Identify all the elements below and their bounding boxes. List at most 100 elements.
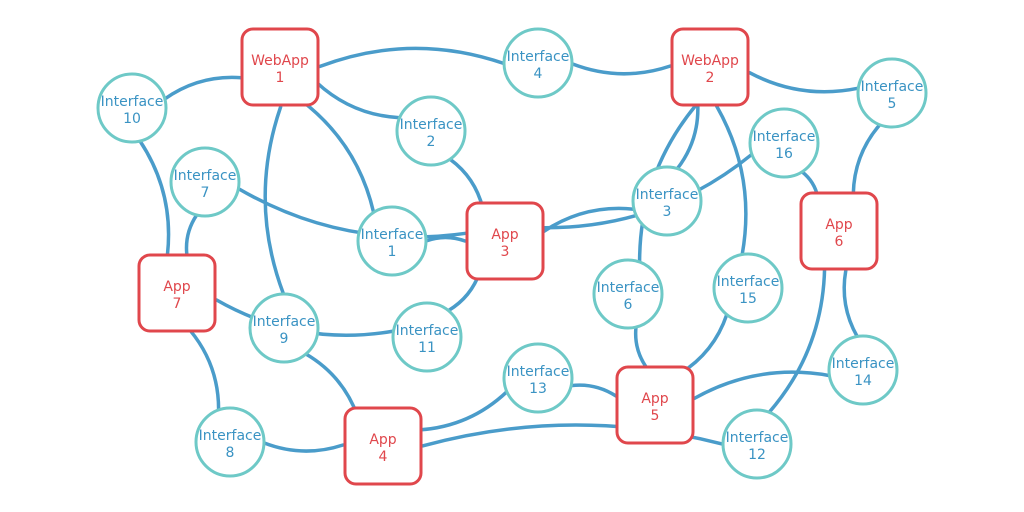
node-number: 13 xyxy=(529,381,547,397)
edge-webapp2-if3 xyxy=(675,103,700,171)
edge-app7-if10 xyxy=(138,139,171,256)
interface-circle xyxy=(96,72,168,144)
node-label: Interface xyxy=(507,364,570,380)
node-label: Interface xyxy=(861,79,924,95)
edge-app3-if1 xyxy=(424,235,467,243)
nodes-layer: WebApp1WebApp2App3App4App5App6App7Interf… xyxy=(96,27,928,486)
node-number: 2 xyxy=(706,70,715,86)
edge-webapp1-if2 xyxy=(315,80,402,120)
app-box xyxy=(615,365,695,445)
interface-circle xyxy=(712,252,784,324)
interface-circle xyxy=(721,408,793,480)
edge-webapp1-if10 xyxy=(163,75,244,101)
node-number: 1 xyxy=(388,244,397,260)
interface-circle xyxy=(748,107,820,179)
node-label: App xyxy=(163,279,190,295)
node-label: Interface xyxy=(636,187,699,203)
edge-app4-if13 xyxy=(417,389,509,432)
app-box xyxy=(670,27,750,107)
node-number: 11 xyxy=(418,340,436,356)
node-number: 6 xyxy=(624,297,633,313)
node-label: App xyxy=(825,217,852,233)
interface-circle xyxy=(856,57,928,129)
node-label: Interface xyxy=(753,129,816,145)
edge-app6-if12 xyxy=(767,266,827,415)
node-number: 6 xyxy=(835,234,844,250)
node-label: WebApp xyxy=(681,53,739,69)
node-number: 3 xyxy=(501,244,510,260)
edge-app7-if7 xyxy=(184,213,199,256)
node-label: WebApp xyxy=(251,53,309,69)
node-label: Interface xyxy=(253,314,316,330)
edge-webapp1-if1 xyxy=(299,98,376,215)
node-label: Interface xyxy=(361,227,424,243)
app-box xyxy=(799,191,879,271)
edge-app4-if9 xyxy=(304,352,360,418)
node-number: 9 xyxy=(280,331,289,347)
interface-circle xyxy=(827,334,899,406)
node-label: Interface xyxy=(597,280,660,296)
interface-circle xyxy=(631,165,703,237)
node-label: Interface xyxy=(507,49,570,65)
node-number: 2 xyxy=(427,134,436,150)
edge-app3-if7 xyxy=(236,186,468,239)
interface-circle xyxy=(248,292,320,364)
node-number: 5 xyxy=(651,408,660,424)
interface-circle xyxy=(356,205,428,277)
node-number: 1 xyxy=(276,70,285,86)
node-label: Interface xyxy=(400,117,463,133)
node-number: 3 xyxy=(663,204,672,220)
edge-webapp2-if5 xyxy=(747,70,861,94)
app-box xyxy=(137,253,217,333)
app-box xyxy=(240,27,320,107)
edge-app6-if5 xyxy=(851,122,882,196)
interface-circle xyxy=(391,301,463,373)
node-label: App xyxy=(641,391,668,407)
app-box xyxy=(465,201,545,281)
node-number: 8 xyxy=(226,445,235,461)
edge-app5-if6 xyxy=(633,325,648,368)
interface-circle xyxy=(592,258,664,330)
interface-circle xyxy=(395,95,467,167)
edge-app3-if2 xyxy=(448,157,485,210)
edge-app4-if8 xyxy=(262,441,345,453)
node-number: 14 xyxy=(854,373,872,389)
node-number: 10 xyxy=(123,111,141,127)
edge-app7-if8 xyxy=(188,328,221,412)
edge-app5-if13 xyxy=(569,383,618,398)
node-number: 7 xyxy=(201,185,210,201)
node-label: Interface xyxy=(832,356,895,372)
node-number: 12 xyxy=(748,447,766,463)
node-label: Interface xyxy=(101,94,164,110)
interface-circle xyxy=(502,27,574,99)
node-label: Interface xyxy=(726,430,789,446)
node-label: App xyxy=(491,227,518,243)
node-label: App xyxy=(369,432,396,448)
node-number: 5 xyxy=(888,96,897,112)
edge-webapp2-if4 xyxy=(570,62,672,76)
edge-webapp1-if9 xyxy=(263,105,286,296)
node-number: 15 xyxy=(739,291,757,307)
edge-app5-if14 xyxy=(692,370,832,401)
app-box xyxy=(343,406,423,486)
